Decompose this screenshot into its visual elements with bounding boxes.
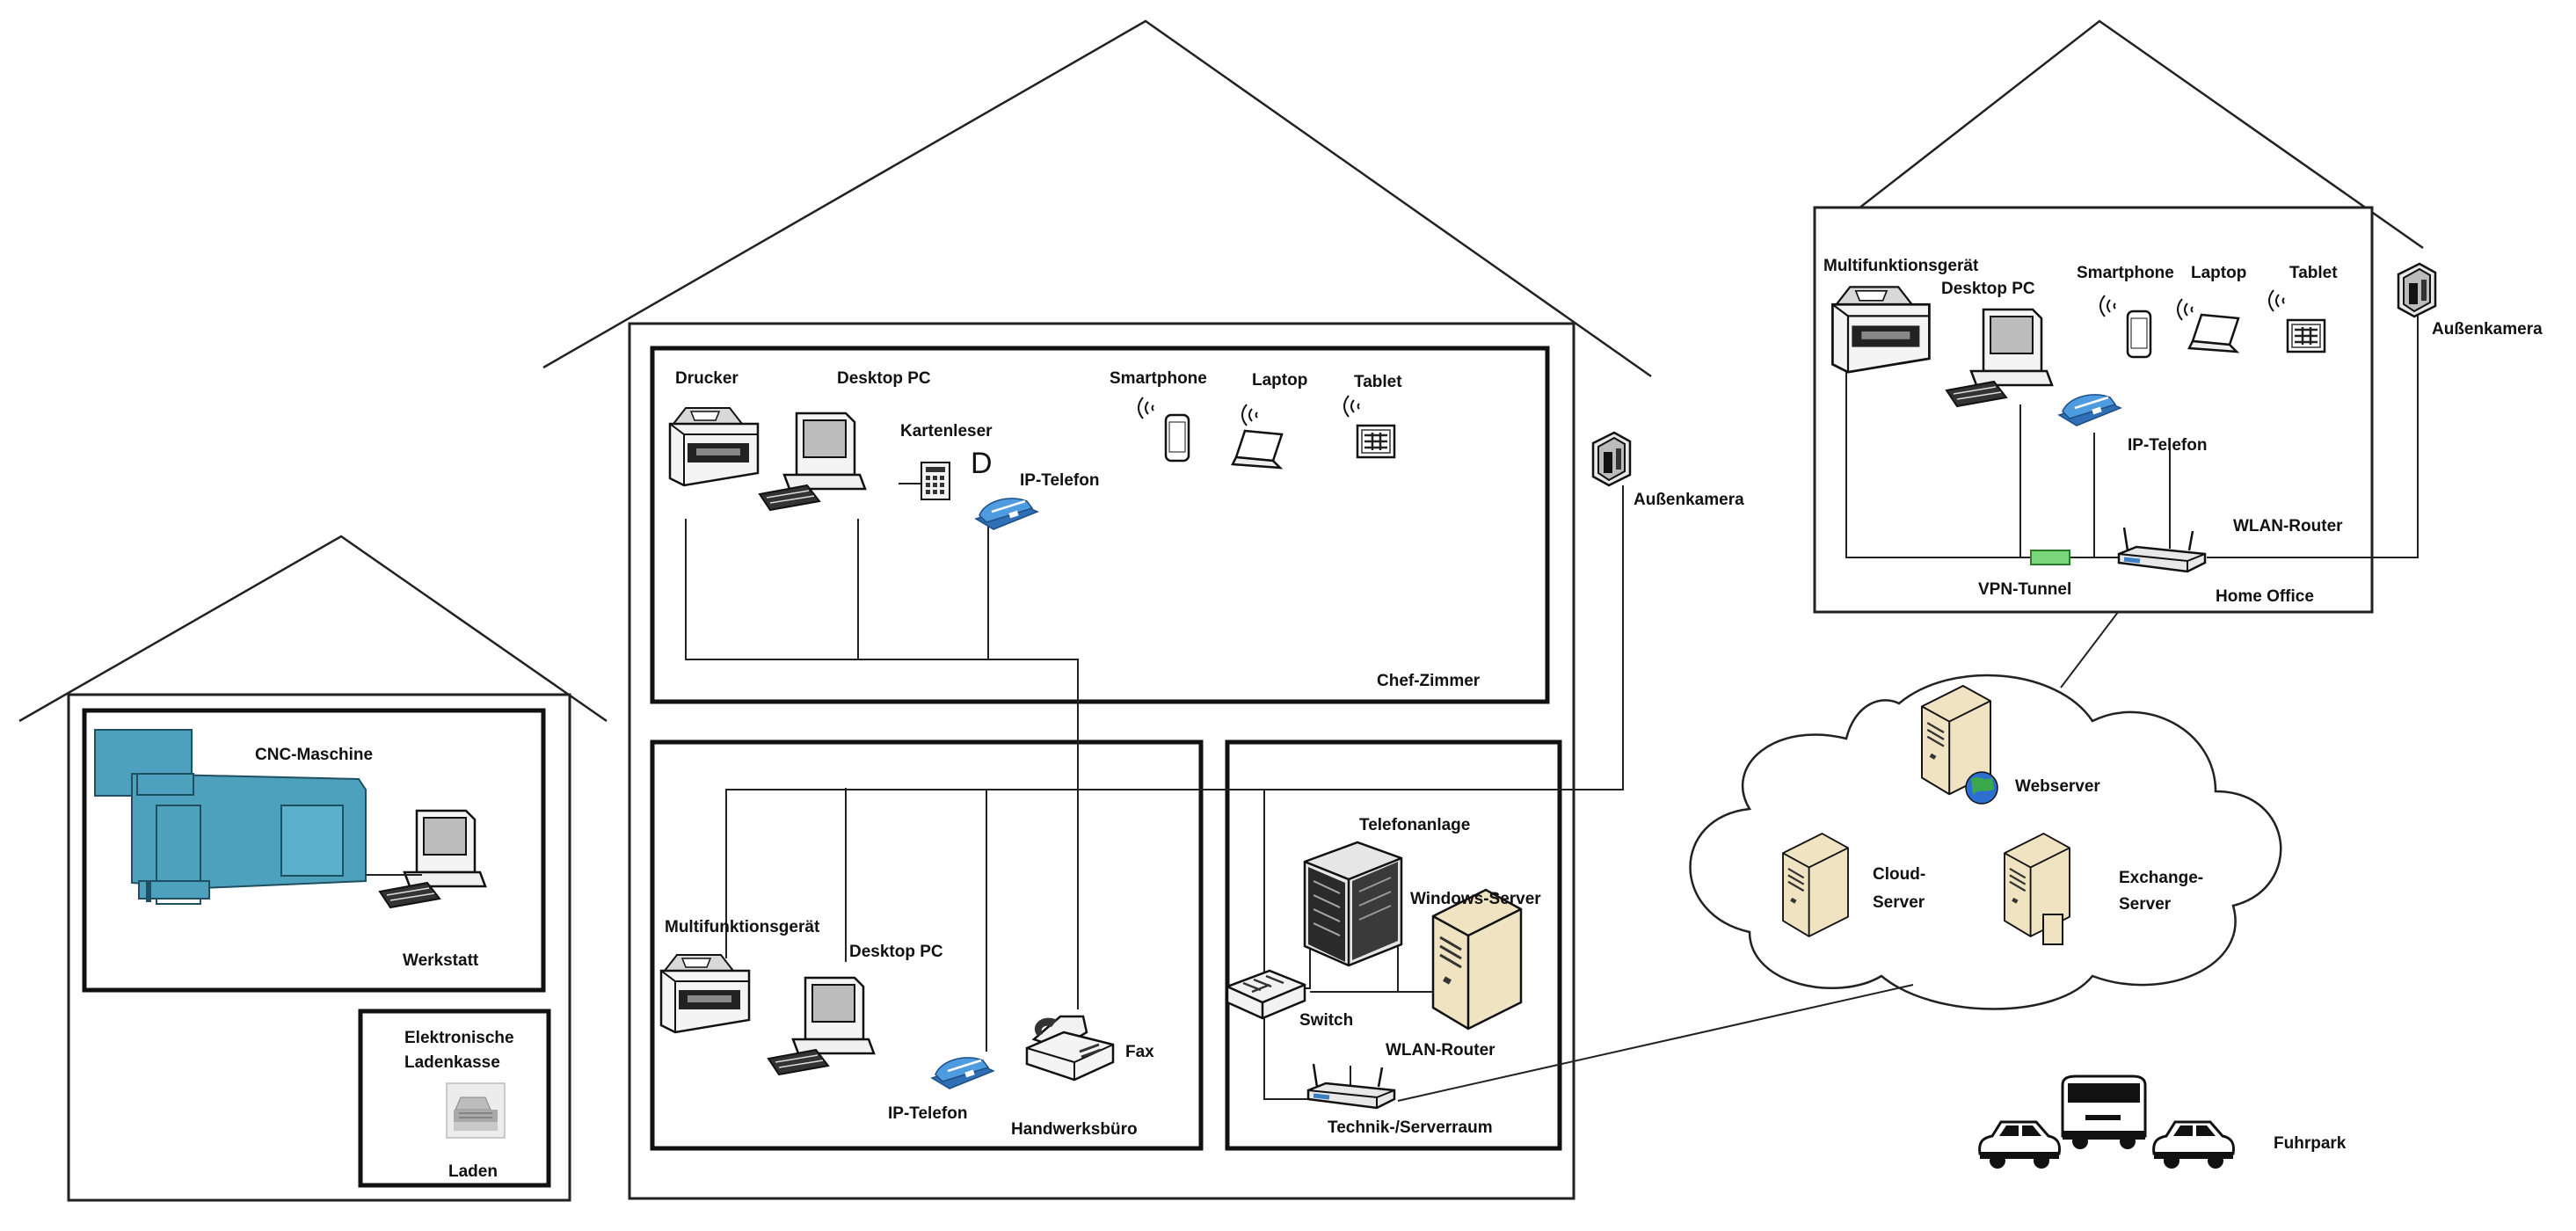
label-webserver: Webserver — [2015, 777, 2100, 796]
label-smartphone-ho: Smartphone — [2077, 264, 2174, 282]
label-tablet-chef: Tablet — [1354, 373, 1402, 391]
smartphone-icon — [1164, 413, 1190, 463]
label-wlan-router-ho: WLAN-Router — [2233, 517, 2343, 535]
camera-icon — [2397, 262, 2437, 318]
label-handwerksbuero: Handwerksbüro — [1011, 1120, 1138, 1139]
label-home-office: Home Office — [2216, 587, 2314, 606]
label-multifunktion-hw: Multifunktionsgerät — [665, 918, 820, 936]
label-werkstatt: Werkstatt — [403, 951, 479, 970]
server-icon — [1781, 832, 1850, 938]
room-laden — [358, 1009, 551, 1188]
car-icon — [1978, 1120, 2061, 1170]
card-reader-glyph: D — [971, 447, 993, 480]
vpn-tunnel-icon — [2030, 550, 2070, 565]
label-fax: Fax — [1125, 1043, 1154, 1061]
label-fuhrpark: Fuhrpark — [2274, 1134, 2347, 1153]
tablet-icon — [1356, 424, 1396, 459]
server-icon — [1431, 888, 1523, 1031]
label-ip-telefon-hw: IP-Telefon — [888, 1104, 967, 1123]
exchange-badge — [2042, 914, 2063, 945]
label-elektronische: Elektronische — [404, 1029, 514, 1047]
cash-register-icon — [446, 1082, 506, 1139]
card-reader-icon — [921, 462, 950, 500]
label-laden: Laden — [448, 1162, 498, 1181]
label-multifunktion-ho: Multifunktionsgerät — [1823, 257, 1979, 275]
label-aussenkamera-ho: Außenkamera — [2432, 320, 2543, 339]
label-cloud-server-1: Cloud- — [1873, 865, 1925, 884]
label-switch: Switch — [1299, 1011, 1353, 1030]
camera-icon — [1591, 431, 1632, 487]
room-technik — [1225, 739, 1562, 1151]
label-tablet-ho: Tablet — [2289, 264, 2338, 282]
label-exchange-2: Server — [2119, 895, 2172, 914]
cloud-shape — [1689, 674, 2282, 1010]
label-drucker: Drucker — [675, 369, 739, 388]
cnc-machine-icon — [94, 729, 367, 905]
label-telefonanlage: Telefonanlage — [1359, 816, 1470, 834]
label-ip-telefon-chef: IP-Telefon — [1020, 471, 1099, 490]
label-cloud-server-2: Server — [1873, 893, 1925, 912]
label-desktop-pc-ho: Desktop PC — [1941, 280, 2035, 298]
label-desktop-pc-hw: Desktop PC — [849, 943, 943, 961]
label-ip-telefon-ho: IP-Telefon — [2128, 436, 2207, 455]
label-laptop-ho: Laptop — [2191, 264, 2246, 282]
label-windows-server: Windows-Server — [1410, 890, 1541, 908]
label-wlan-router-main: WLAN-Router — [1386, 1041, 1495, 1060]
label-smartphone-chef: Smartphone — [1110, 369, 1207, 388]
label-technik: Technik-/Serverraum — [1328, 1118, 1493, 1137]
label-chef-zimmer: Chef-Zimmer — [1377, 672, 1481, 690]
room-chef-zimmer — [650, 346, 1550, 704]
label-kartenleser: Kartenleser — [900, 422, 993, 441]
label-vpn-tunnel: VPN-Tunnel — [1978, 580, 2071, 599]
label-desktop-pc-chef: Desktop PC — [837, 369, 931, 388]
globe-icon — [1965, 771, 1998, 805]
tablet-icon — [2286, 318, 2326, 353]
pbx-icon — [1303, 841, 1403, 967]
label-aussenkamera-main: Außenkamera — [1634, 491, 1744, 509]
van-icon — [2061, 1074, 2147, 1151]
room-handwerksbuero — [650, 739, 1204, 1151]
room-werkstatt — [82, 708, 546, 993]
smartphone-icon — [2126, 310, 2152, 359]
label-laptop-chef: Laptop — [1252, 371, 1307, 390]
label-ladenkasse: Ladenkasse — [404, 1053, 500, 1072]
car-icon — [2152, 1120, 2235, 1170]
label-exchange-1: Exchange- — [2119, 869, 2203, 887]
label-cnc-maschine: CNC-Maschine — [255, 746, 373, 764]
